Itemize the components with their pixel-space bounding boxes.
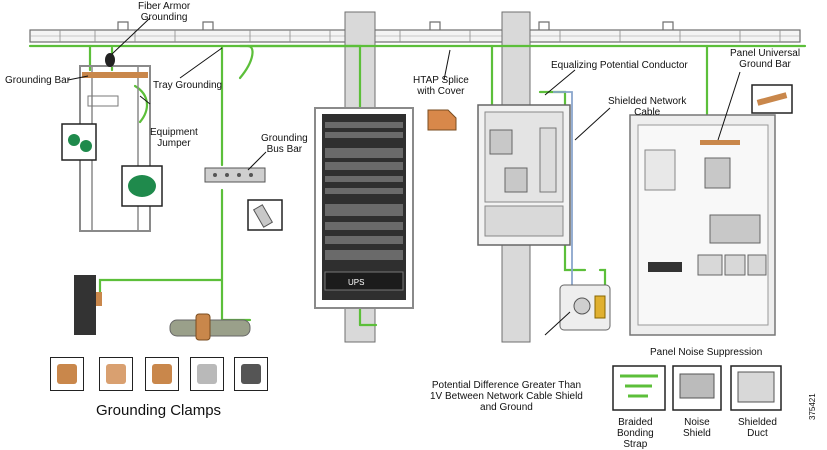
grounding-clamp-3 [145,357,179,391]
figure-id: 375421 [808,393,817,420]
leader-lines [67,17,741,336]
equipment-jumper-thumbnail [61,123,163,207]
grounding-clamp-2 [99,357,133,391]
label-grounding-bus-bar: Grounding Bus Bar [261,133,308,155]
server-rack [314,107,414,309]
grounding-pipe [169,313,251,341]
label-fiber-armor-grounding: Fiber Armor Grounding [138,1,191,23]
label-braided-bonding-strap: Braided Bonding Strap [617,417,654,450]
label-grounding-bar: Grounding Bar [5,75,71,86]
cable-shield-clamp [559,284,611,331]
label-equipment-jumper: Equipment Jumper [150,127,198,149]
ground-post [74,275,96,335]
cable-tray [29,21,801,43]
label-potential-difference: Potential Difference Greater Than 1V Bet… [430,380,583,413]
shielded-network-cable-line [553,91,573,298]
post-lug [96,292,102,306]
label-grounding-clamps: Grounding Clamps [96,402,222,419]
grounding-clamp-4 [190,357,224,391]
label-shielded-duct: Shielded Duct [738,417,777,439]
panel-ground-bar-thumbnail [751,84,793,114]
label-equalizing-potential-conductor: Equalizing Potential Conductor [551,60,688,71]
grounding-bus-bar [204,167,266,183]
fiber-armor-clamp [105,53,115,67]
label-htap-splice: HTAP Splice with Cover [413,75,469,97]
label-ups: UPS [348,278,365,287]
grounding-clamp-1 [50,357,84,391]
label-noise-shield: Noise Shield [683,417,711,439]
label-panel-noise-suppression: Panel Noise Suppression [650,347,763,358]
network-panel [477,104,571,246]
grounding-lug-thumbnail [247,199,283,231]
htap-splice-part [427,109,457,131]
grounding-clamp-5 [234,357,268,391]
control-panel [629,114,776,336]
label-tray-grounding: Tray Grounding [153,80,223,91]
noise-suppression-parts [612,365,782,411]
label-panel-universal-ground-bar: Panel Universal Ground Bar [730,48,801,70]
label-shielded-network-cable: Shielded Network Cable [608,96,687,118]
